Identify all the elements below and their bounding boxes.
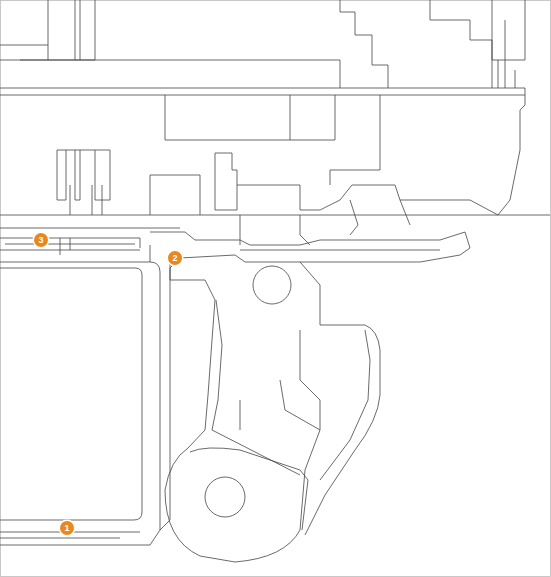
trigger-lever bbox=[165, 255, 380, 562]
upper-housing bbox=[0, 0, 525, 215]
callout-number: 3 bbox=[34, 233, 48, 247]
battery-pack bbox=[0, 245, 170, 545]
callout-number: 2 bbox=[168, 251, 182, 265]
middle-housing bbox=[0, 150, 550, 245]
rail bbox=[0, 232, 470, 262]
callout-number: 1 bbox=[60, 521, 74, 535]
